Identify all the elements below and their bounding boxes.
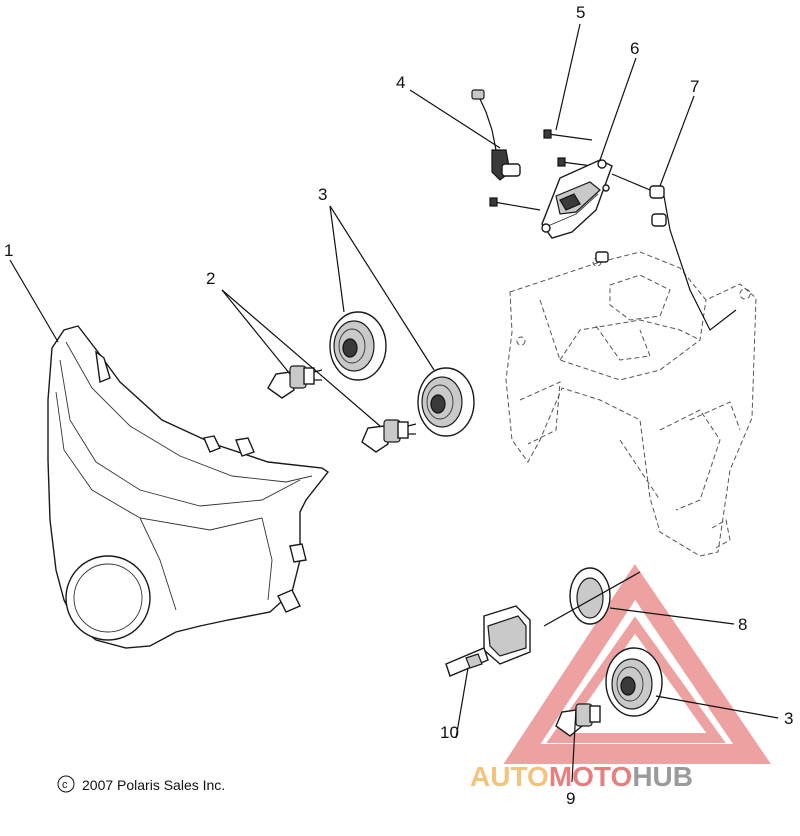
callout-8: 8 [738,615,747,634]
callout-3-lower: 3 [784,709,793,728]
callout-2: 2 [206,269,215,288]
ballast-module [541,159,613,263]
bulb-lower [361,419,417,453]
copyright-text: 2007 Polaris Sales Inc. [82,777,225,793]
boot-lower [417,367,475,437]
copyright-symbol: c [62,779,68,791]
boot-hid [605,647,663,717]
watermark-moto: MOTO [549,761,632,792]
callout-10: 10 [440,723,459,742]
retainer-ring [543,567,641,627]
wire-harness [471,89,521,181]
bulb-upper [267,365,323,399]
callout-labels: 1 2 3 4 5 6 7 8 3 9 10 [4,3,793,808]
callout-5: 5 [576,3,585,22]
leader-lines [9,23,779,783]
callout-4: 4 [396,73,405,92]
watermark-hub: HUB [632,761,693,792]
callout-6: 6 [630,39,639,58]
callout-1: 1 [4,241,13,260]
watermark-text: AUTOMOTOHUB [470,761,693,792]
callout-7: 7 [690,77,699,96]
headlight-housing [47,325,330,649]
svg-text:AUTOMOTOHUB: AUTOMOTOHUB [470,761,693,792]
callout-3-upper: 3 [318,185,327,204]
boot-upper [329,311,387,381]
watermark-logo [503,564,771,764]
watermark-auto: AUTO [470,761,549,792]
copyright-notice: c 2007 Polaris Sales Inc. [57,775,225,793]
mounting-bracket [505,251,757,557]
bracket-rod [611,173,737,331]
callout-9: 9 [566,789,575,808]
hid-bulb [445,605,531,677]
